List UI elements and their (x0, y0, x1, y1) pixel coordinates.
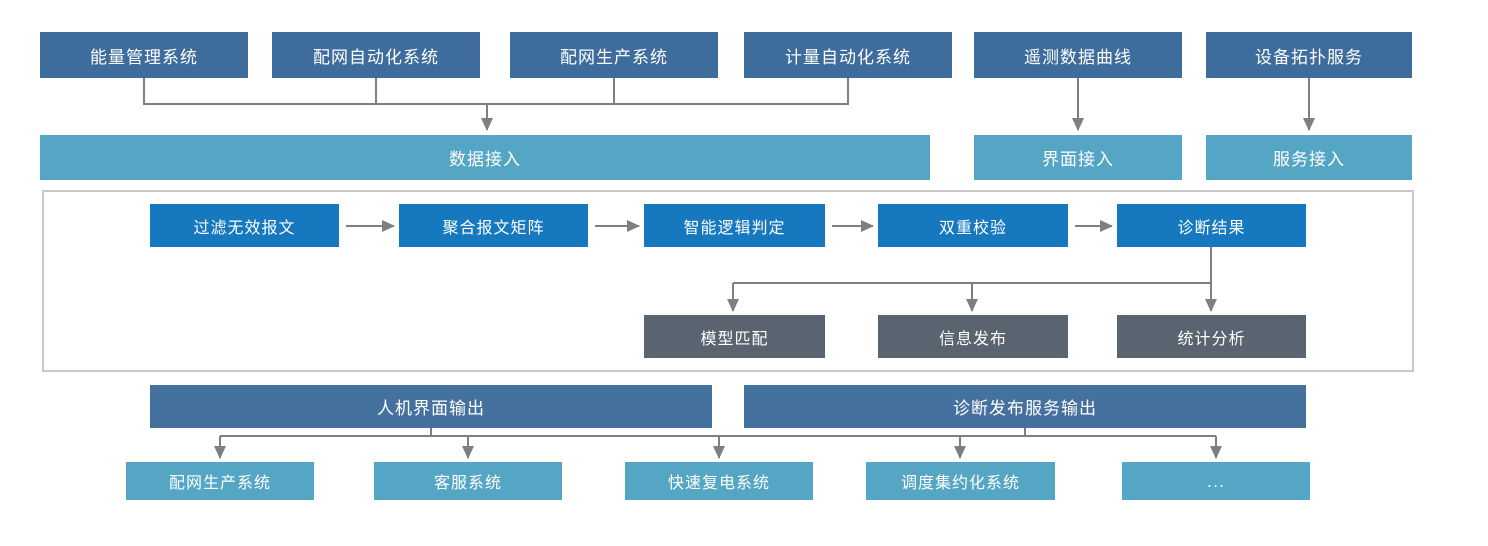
node-distribution-production-system: 配网生产系统 (510, 32, 718, 78)
node-target-fast-power-restoration-system: 快速复电系统 (625, 462, 813, 500)
node-aggregate-message-matrix: 聚合报文矩阵 (399, 204, 588, 247)
node-target-dispatch-centralization-system: 调度集约化系统 (866, 462, 1055, 500)
node-energy-management-system: 能量管理系统 (40, 32, 248, 78)
node-ui-access: 界面接入 (974, 135, 1182, 180)
node-information-publishing: 信息发布 (878, 315, 1068, 358)
node-intelligent-logic-judgement: 智能逻辑判定 (644, 204, 825, 247)
node-double-verification: 双重校验 (878, 204, 1068, 247)
node-target-customer-service-system: 客服系统 (374, 462, 562, 500)
node-data-access: 数据接入 (40, 135, 930, 180)
node-diagnosis-result: 诊断结果 (1117, 204, 1306, 247)
node-hmi-output: 人机界面输出 (150, 385, 712, 428)
node-statistical-analysis: 统计分析 (1117, 315, 1306, 358)
top-connector (143, 78, 1315, 131)
node-telemetry-data-curve: 遥测数据曲线 (974, 32, 1182, 78)
node-device-topology-service: 设备拓扑服务 (1206, 32, 1412, 78)
node-target-distribution-production-system: 配网生产系统 (126, 462, 314, 500)
node-model-matching: 模型匹配 (644, 315, 825, 358)
bottom-connector (214, 428, 1222, 459)
node-filter-invalid-messages: 过滤无效报文 (150, 204, 339, 247)
node-metering-automation-system: 计量自动化系统 (744, 32, 952, 78)
node-diagnosis-publish-service-output: 诊断发布服务输出 (744, 385, 1306, 428)
node-service-access: 服务接入 (1206, 135, 1412, 180)
node-distribution-automation-system: 配网自动化系统 (272, 32, 480, 78)
node-target-more-systems: ... (1122, 462, 1310, 500)
